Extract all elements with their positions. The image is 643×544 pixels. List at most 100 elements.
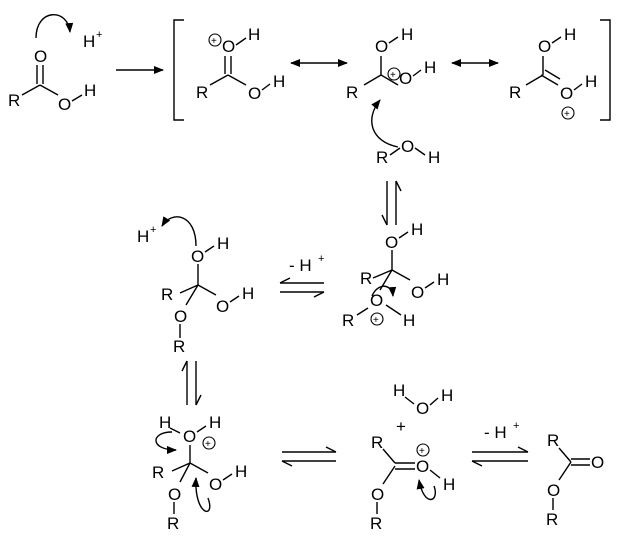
atom-h: H <box>209 413 221 432</box>
atom-h: H <box>437 270 449 289</box>
curved-arrow <box>371 99 399 148</box>
curved-arrow <box>155 431 177 454</box>
bracket-right <box>600 19 611 121</box>
atom-o: O <box>401 137 414 156</box>
charge-plus <box>202 436 216 450</box>
charge-plus <box>416 443 430 457</box>
curved-arrow <box>191 477 211 513</box>
svg-text:+: + <box>205 439 211 450</box>
alcohol: R O H <box>376 137 440 167</box>
deprotonation-label: - H + <box>484 420 519 442</box>
tetrahedral-intermediate: H + O H R O H O R <box>137 216 254 356</box>
atom-r: R <box>342 311 354 330</box>
atom-o: O <box>411 283 424 302</box>
charge-plus <box>370 312 384 326</box>
atom-r: R <box>8 91 20 110</box>
atom-r: R <box>371 433 383 452</box>
charge-plus: + <box>96 29 102 41</box>
atom-h: H <box>235 462 247 481</box>
atom-o: O <box>385 233 398 252</box>
atom-o: O <box>248 84 261 103</box>
resonance-structure-1: R O H + O H <box>196 25 285 103</box>
oxonium-intermediate: H O H + R O H O R <box>152 413 247 533</box>
atom-o: O <box>416 457 429 476</box>
atom-r: R <box>167 514 179 533</box>
charge-plus <box>561 106 575 120</box>
atom-o: O <box>34 47 47 66</box>
curved-arrow <box>416 479 436 501</box>
resonance-structure-2: R O H + O H <box>346 25 436 102</box>
svg-text:+: + <box>419 446 425 457</box>
bracket-left <box>173 19 184 121</box>
atom-r: R <box>376 148 388 167</box>
svg-text:+: + <box>211 36 217 47</box>
equilibrium-arrow <box>381 180 402 226</box>
atom-o: O <box>538 37 551 56</box>
charge-plus: + <box>150 224 156 236</box>
atom-h: H <box>564 25 576 44</box>
atom-h: H <box>273 72 285 91</box>
atom-o: O <box>174 307 187 326</box>
atom-h: H <box>393 381 405 400</box>
equilibrium-arrow <box>279 277 325 298</box>
carboxylic-acid: R O O H <box>8 47 96 114</box>
atom-h: H <box>83 32 95 51</box>
proton: H + <box>83 29 102 51</box>
atom-h: H <box>443 475 455 494</box>
atom-o: O <box>168 485 181 504</box>
atom-r: R <box>509 83 521 102</box>
equilibrium-arrow <box>181 360 202 406</box>
charge-plus <box>387 67 401 81</box>
atom-o: O <box>222 37 235 56</box>
atom-r: R <box>161 285 173 304</box>
atom-h: H <box>401 25 413 44</box>
svg-text:- H: - H <box>484 423 507 442</box>
atom-h: H <box>585 72 597 91</box>
atom-h: H <box>248 25 260 44</box>
atom-h: H <box>441 386 453 405</box>
resonance-structure-3: R O H O H + <box>509 25 597 120</box>
atom-r: R <box>173 337 185 356</box>
equilibrium-arrow <box>471 446 529 467</box>
curved-arrow <box>371 285 397 297</box>
atom-o: O <box>399 69 412 88</box>
ester-product: R O O R <box>546 431 604 529</box>
protonated-intermediate: O H R O H O R H + <box>342 220 449 330</box>
atom-r: R <box>152 463 164 482</box>
atom-h: H <box>217 234 229 253</box>
atom-o: O <box>191 247 204 266</box>
svg-text:- H: - H <box>289 256 312 275</box>
svg-text:+: + <box>318 253 324 265</box>
atom-r: R <box>546 510 558 529</box>
atom-o: O <box>416 399 429 418</box>
atom-o: O <box>560 84 573 103</box>
atom-h: H <box>424 58 436 77</box>
atom-r: R <box>346 83 358 102</box>
atom-o: O <box>183 427 196 446</box>
svg-text:+: + <box>564 109 570 120</box>
atom-o: O <box>371 485 384 504</box>
atom-r: R <box>360 269 372 288</box>
atom-h: H <box>242 284 254 303</box>
svg-text:+: + <box>390 70 396 81</box>
plus-sign: + <box>396 417 406 436</box>
atom-o: O <box>547 481 560 500</box>
curved-arrow <box>161 216 197 247</box>
equilibrium-arrow <box>281 446 337 467</box>
atom-o: O <box>209 475 222 494</box>
charge-plus <box>208 33 222 47</box>
atom-h: H <box>159 413 171 432</box>
atom-o: O <box>375 37 388 56</box>
atom-h: H <box>84 81 96 100</box>
water: H O H <box>393 381 453 418</box>
atom-o: O <box>216 297 229 316</box>
svg-text:+: + <box>373 315 379 326</box>
deprotonation-label: - H + <box>289 253 324 275</box>
atom-o: O <box>370 291 383 310</box>
atom-r: R <box>196 83 208 102</box>
atom-h: H <box>403 311 415 330</box>
atom-r: R <box>370 514 382 533</box>
curved-arrow <box>35 14 74 39</box>
atom-h: H <box>428 148 440 167</box>
